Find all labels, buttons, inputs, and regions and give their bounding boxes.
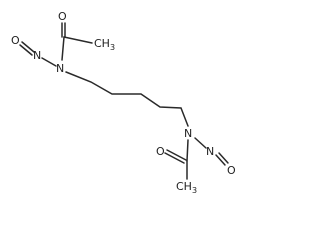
bond-carbonyl-nitrogen (61, 36, 65, 61)
atom-oxygen-top: O (58, 10, 67, 23)
bond-n-n (41, 57, 57, 67)
atom-nitrogen-amide-bottom: N (184, 127, 192, 140)
bond-n-o-double-b (19, 44, 33, 56)
atom-oxygen-bottom: O (156, 145, 165, 158)
atom-nitrogen-amide-top: N (56, 62, 64, 75)
bond-n-o-double-lower-a (215, 154, 226, 166)
atom-nitrogen-nitroso-top: N (33, 49, 41, 62)
atom-methyl-top: CH3 (94, 37, 115, 52)
bond-c-o-double-lower-b (164, 152, 185, 164)
bond-n-o-double-lower-b (218, 152, 229, 164)
bond-n-o-double-a (21, 41, 35, 53)
chain-bonds (65, 71, 189, 127)
atom-oxygen-nitroso-top: O (11, 34, 20, 47)
atom-nitrogen-nitroso-bottom: N (206, 145, 214, 158)
atom-methyl-bottom: CH3 (176, 180, 197, 195)
bond-c-o-double-lower-a (166, 149, 187, 161)
bond-n-n-lower (194, 137, 207, 149)
structure-diagram: O CH3 O N N N N O O CH3 (11, 10, 236, 195)
bond-carbonyl-methyl (63, 36, 93, 44)
atom-oxygen-nitroso-bottom: O (227, 164, 236, 177)
bond-nitrogen-carbonyl-lower (186, 139, 189, 162)
molecule-drawing: O CH3 O N N N N O O CH3 (11, 10, 236, 195)
